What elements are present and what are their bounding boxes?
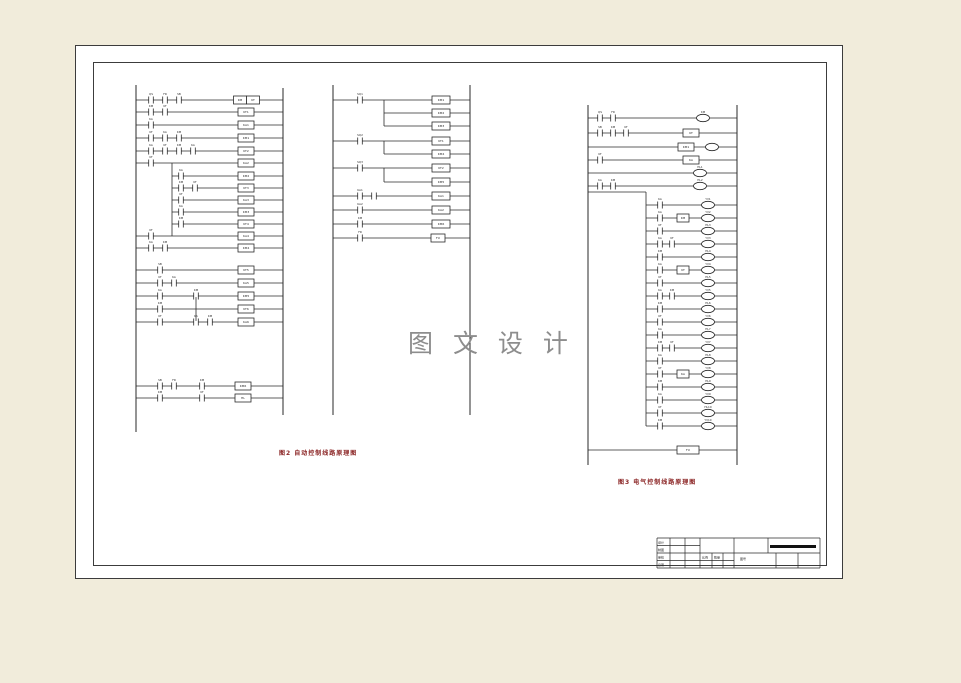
sheet-inner-border bbox=[93, 62, 827, 566]
caption-figure-2: 图2 自动控制线路原理图 bbox=[279, 450, 358, 457]
watermark-text: 图 文 设 计 bbox=[408, 329, 574, 358]
caption-figure-3: 图3 电气控制线路原理图 bbox=[618, 479, 697, 486]
drawing-sheet bbox=[75, 45, 843, 579]
